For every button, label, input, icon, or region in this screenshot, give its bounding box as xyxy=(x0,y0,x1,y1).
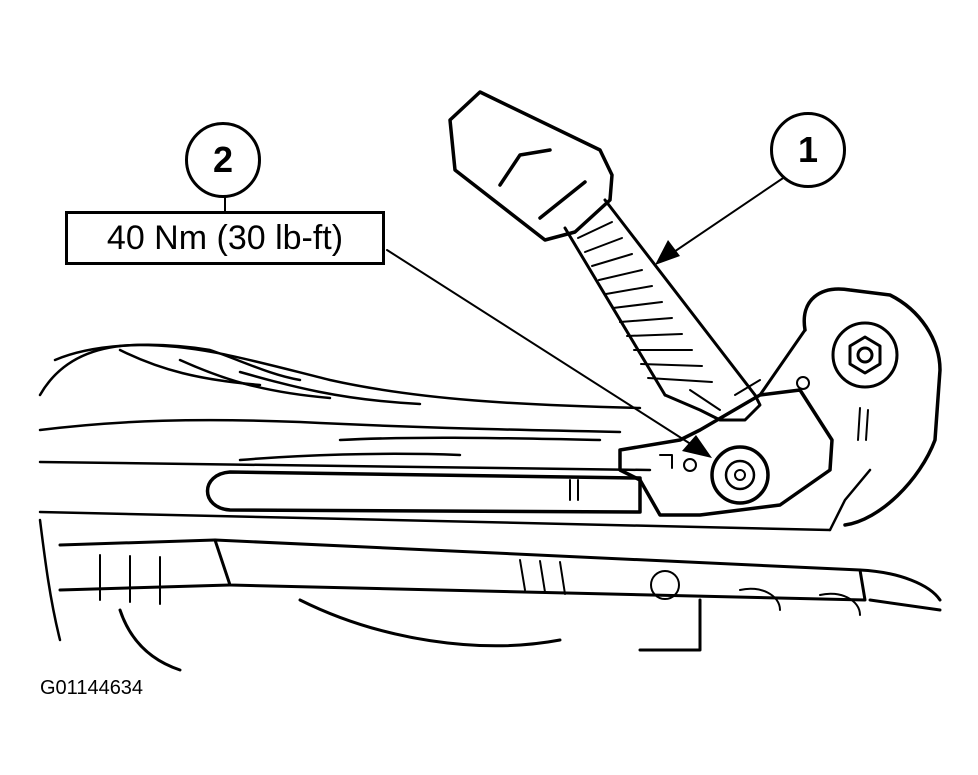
rail-detail-marks xyxy=(99,554,861,616)
torque-spec-label: 40 Nm (30 lb-ft) xyxy=(65,211,385,265)
cushion-bar xyxy=(205,470,642,514)
seat-frame-outline xyxy=(38,343,872,642)
callout-1: 1 xyxy=(770,112,846,188)
figure-id: G01144634 xyxy=(40,677,144,699)
leader-lines xyxy=(224,169,796,451)
lower-rail xyxy=(58,538,942,672)
arrow-head-torque xyxy=(682,435,712,458)
stalk-cable-texture xyxy=(577,221,713,383)
arrow-head-item1 xyxy=(655,240,680,265)
buckle-stalk xyxy=(563,198,762,422)
recliner-hex-nut xyxy=(831,321,899,389)
anchor-bracket xyxy=(618,287,942,527)
seat-belt-buckle xyxy=(448,90,614,242)
callout-2: 2 xyxy=(185,122,261,198)
